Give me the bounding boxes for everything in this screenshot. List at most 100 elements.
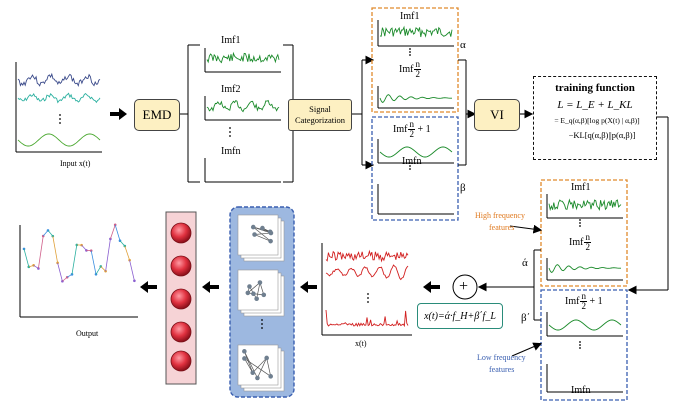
gnn-card-2-edge-x	[247, 282, 261, 294]
imf-dots-1	[229, 131, 231, 133]
low-dots-0	[409, 162, 411, 164]
high-dots-2	[409, 54, 411, 56]
feat-high-half-wave	[548, 264, 621, 273]
training-title: training function	[555, 82, 635, 94]
gnn-card-3-node-0	[264, 355, 269, 361]
combination-formula-box: x(t)=ά·f_H+β΄f_L	[417, 303, 503, 329]
gnn-card-3-node-5	[268, 374, 273, 379]
gnn-card-3-edge-1	[244, 351, 258, 379]
sigcat-line2: Categorization	[294, 115, 346, 125]
gnn-card-1-node-3	[268, 230, 274, 236]
recon-wave-1	[325, 249, 409, 263]
input-dots-1	[59, 118, 61, 120]
output-seg-22	[124, 245, 130, 261]
plus-circle	[452, 274, 478, 300]
gnn-card-2-layer-0	[237, 269, 279, 311]
gnn-card-2-edge-5	[256, 282, 261, 299]
input-wave-1	[17, 72, 101, 88]
gnn-card-1-node-4	[252, 232, 257, 237]
output-point-17	[104, 269, 107, 273]
high-imf1-wave	[379, 25, 453, 38]
imfn-label: Imfn	[221, 146, 241, 157]
output-point-18	[109, 237, 112, 241]
high-imf1-label: Imf1	[400, 11, 420, 22]
gnn-card-2-node-3	[245, 290, 251, 296]
sigcat-line1: Signal	[309, 104, 331, 115]
arrow-gnn-to-neurons	[202, 281, 219, 293]
low-dots-1	[409, 165, 411, 167]
alpha-label: α	[460, 39, 466, 51]
neuron-2	[170, 288, 192, 310]
high-imf-prefix: Imf	[399, 63, 414, 75]
low-frequency-label-1: Low frequency	[477, 353, 526, 362]
recon-wave-3	[325, 309, 409, 328]
imf1-wave	[206, 51, 280, 64]
low-frac-num: n	[408, 119, 415, 130]
gnn-card-2-node-0	[257, 280, 263, 285]
gnn-card-1-node-2	[260, 225, 265, 231]
gnn-card-3-edge-x	[252, 357, 267, 373]
recon-wave-2	[325, 264, 409, 281]
imf-dots-0	[229, 127, 231, 129]
arrow-input-to-emd	[110, 108, 127, 120]
output-seg-18	[105, 238, 111, 272]
feat-high-imf1-wave	[548, 198, 622, 212]
low-group-box	[371, 116, 459, 221]
feat-low-dots-2	[579, 347, 581, 349]
vi-label: VI	[490, 107, 504, 122]
low-imf-prefix: Imf	[393, 123, 408, 135]
input-wave-3	[17, 133, 101, 147]
beta-prime-label: β΄	[521, 312, 531, 324]
gnn-card-1-edge-4	[254, 234, 271, 242]
feat-low-dots-1	[579, 344, 581, 346]
output-seg-8	[57, 262, 63, 282]
arrow-recon-to-gnn	[300, 281, 317, 293]
emd-box: EMD	[134, 99, 180, 131]
neuron-4	[170, 350, 192, 372]
recon-dots-2	[367, 301, 369, 303]
gnn-card-3-edge-5	[266, 357, 272, 377]
feat-high-dots-0	[579, 219, 581, 221]
output-seg-15	[90, 250, 97, 275]
output-point-13	[85, 249, 88, 252]
imf2-label: Imf2	[221, 84, 241, 95]
gnn-dots-1	[261, 323, 263, 325]
feat-low-frac-num: n	[580, 291, 587, 302]
arrow-plus-to-reconstruction	[423, 281, 440, 293]
low-plus-one: + 1	[417, 123, 431, 135]
low-imfn-label: Imfn	[402, 156, 422, 167]
combination-formula: x(t)=ά·f_H+β΄f_L	[424, 310, 496, 322]
xt-label: x(t)	[355, 339, 367, 348]
input-dots-2	[59, 122, 61, 124]
output-point-23	[133, 279, 136, 283]
feat-low-dots-0	[579, 341, 581, 343]
gnn-card-3-edge-2	[244, 351, 254, 373]
feat-high-frac-num: n	[584, 232, 591, 243]
gnn-dots-2	[261, 327, 263, 329]
output-seg-16	[95, 266, 102, 275]
low-label-arrow	[511, 342, 543, 357]
imf1-label: Imf1	[221, 35, 241, 46]
input-label: Input x(t)	[60, 159, 91, 168]
signal-categorization-box: Signal Categorization	[288, 99, 352, 131]
beta-label: β	[460, 182, 466, 194]
vi-box: VI	[474, 99, 520, 131]
high-frac-num: n	[414, 59, 421, 70]
feat-high-dots-1	[579, 222, 581, 224]
imf-dots-2	[229, 135, 231, 137]
recon-dots-1	[367, 297, 369, 299]
training-eq2: = E_q(α,β)[log p(X(t) | α,β)]	[554, 116, 640, 125]
gnn-card-3-edge-0	[257, 357, 267, 379]
gnn-card-3-node-2	[242, 349, 247, 354]
feat-low-prefix: Imf	[565, 295, 580, 307]
feat-high-dots-2	[579, 225, 581, 227]
low-frac-den: 2	[409, 129, 414, 139]
gnn-card-2-node-1	[261, 292, 267, 298]
